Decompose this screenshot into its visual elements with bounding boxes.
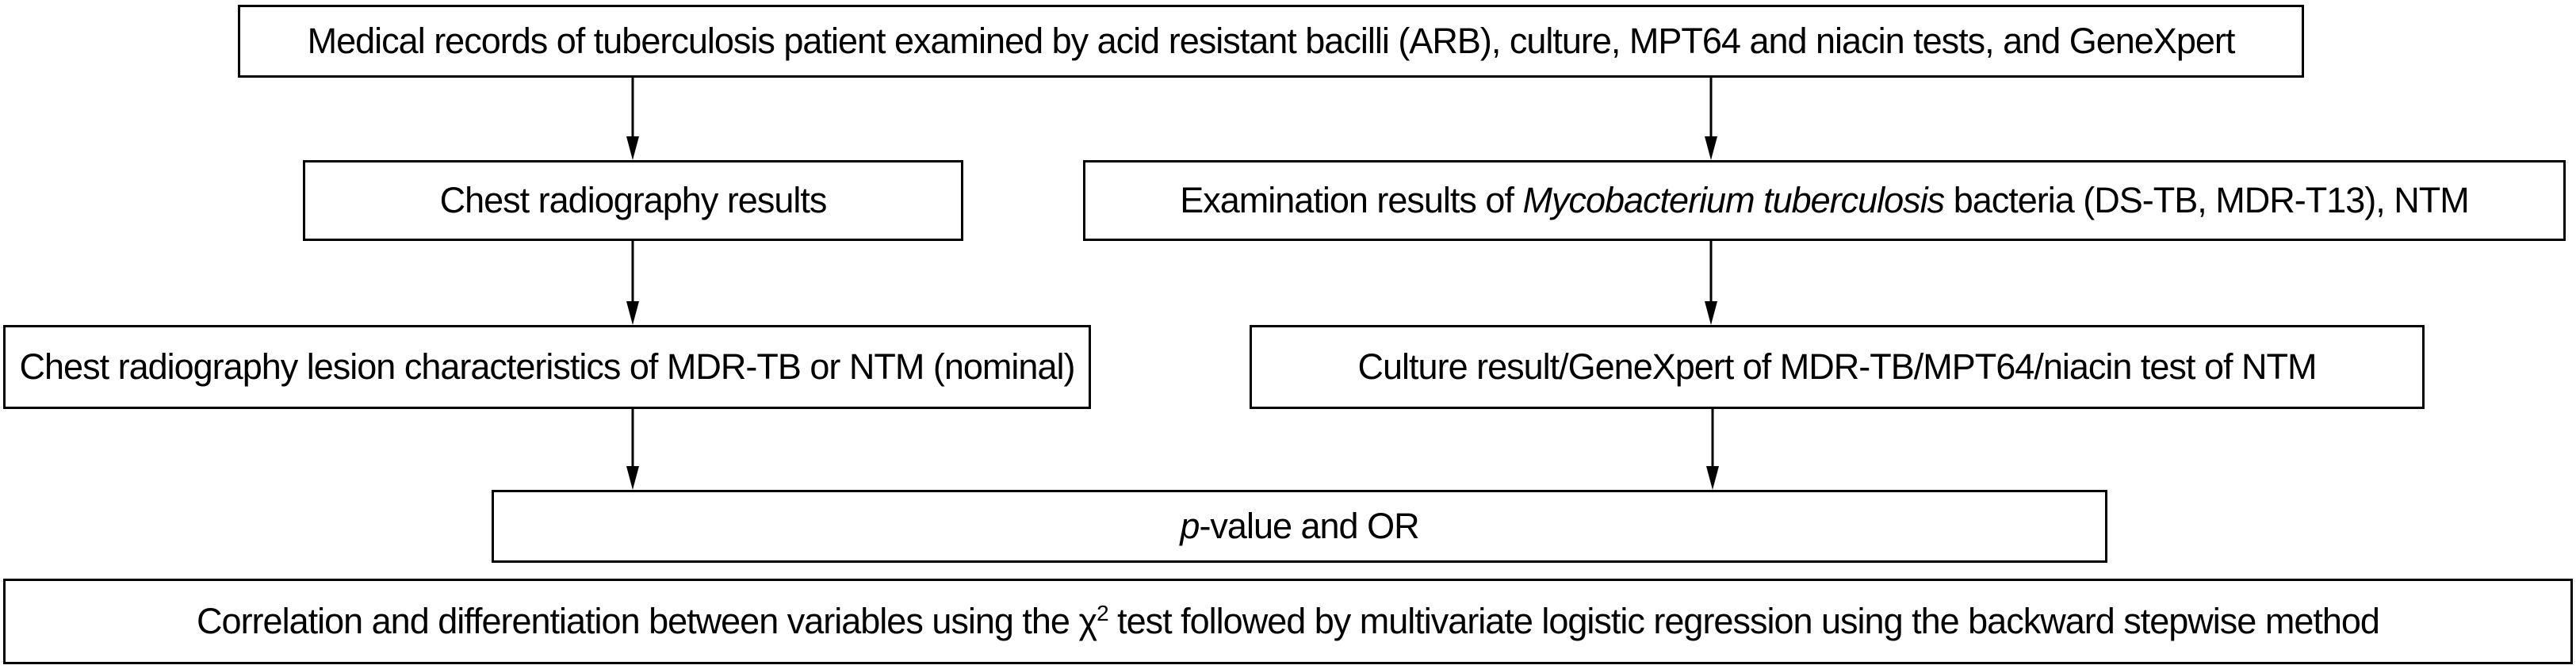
box-culture-result: Culture result/GeneXpert of MDR-TB/MPT64… — [1250, 325, 2425, 409]
arrow-shaft — [631, 241, 634, 303]
box-chest-radiography-results: Chest radiography results — [303, 160, 963, 241]
box-lesion-characteristics: Chest radiography lesion characteristics… — [3, 325, 1091, 409]
arrow-down-left-1 — [625, 78, 641, 160]
box-chest-radiography-results-label: Chest radiography results — [439, 180, 828, 221]
box-p-value-or-label: p-value and OR — [1180, 506, 1419, 547]
arrow-head-icon — [1705, 136, 1717, 160]
box-correlation-label: Correlation and differentiation between … — [197, 601, 2380, 642]
arrow-shaft — [1709, 78, 1713, 138]
arrow-head-icon — [626, 466, 639, 490]
box-examination-results-label: Examination results of Mycobacterium tub… — [1180, 180, 2469, 221]
arrow-down-right-1 — [1703, 78, 1719, 160]
arrow-shaft — [631, 78, 634, 138]
box-examination-results: Examination results of Mycobacterium tub… — [1083, 160, 2566, 241]
box-correlation: Correlation and differentiation between … — [3, 579, 2573, 664]
box-p-value-or: p-value and OR — [492, 490, 2107, 563]
box-medical-records: Medical records of tuberculosis patient … — [238, 5, 2304, 78]
arrow-shaft — [631, 409, 634, 468]
box-lesion-characteristics-label: Chest radiography lesion characteristics… — [19, 346, 1076, 388]
arrow-down-right-2 — [1703, 241, 1719, 325]
arrow-shaft — [1711, 409, 1714, 468]
arrow-head-icon — [626, 136, 639, 160]
box-medical-records-label: Medical records of tuberculosis patient … — [307, 21, 2236, 62]
arrow-head-icon — [626, 301, 639, 325]
arrow-head-icon — [1705, 301, 1717, 325]
arrow-head-icon — [1706, 466, 1719, 490]
box-culture-result-label: Culture result/GeneXpert of MDR-TB/MPT64… — [1357, 346, 2318, 388]
arrow-shaft — [1709, 241, 1713, 303]
arrow-down-left-2 — [625, 241, 641, 325]
arrow-down-right-3 — [1705, 409, 1721, 490]
arrow-down-left-3 — [625, 409, 641, 490]
